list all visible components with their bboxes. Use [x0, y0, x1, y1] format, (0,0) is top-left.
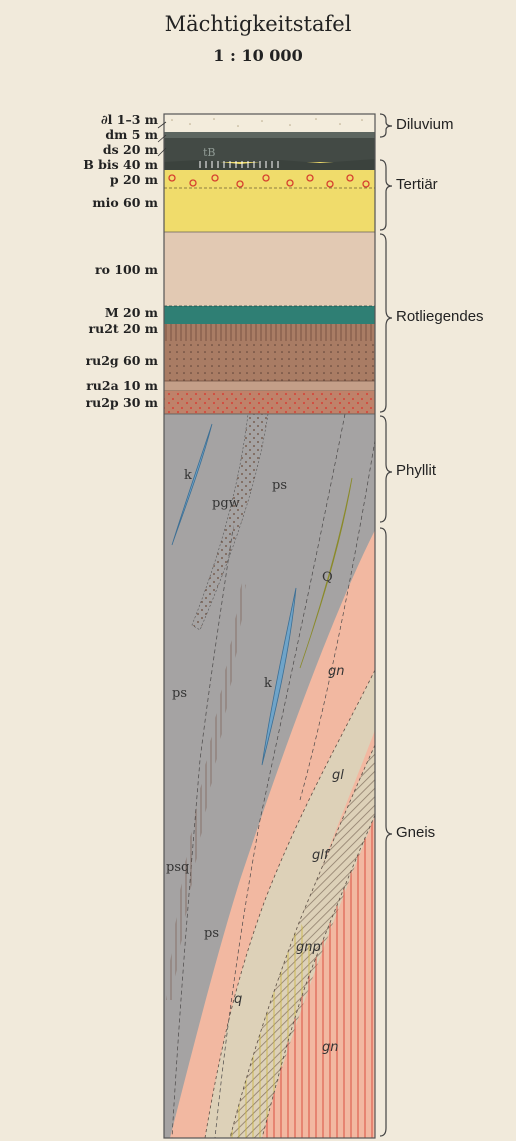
layer-label-p: p 20 m — [110, 173, 158, 187]
group-label-diluvium: Diluvium — [396, 116, 454, 133]
inner-label-q: q — [234, 992, 242, 1007]
layer-label-ru2t: ru2t 20 m — [89, 322, 158, 336]
inner-label-ps: ps — [272, 478, 287, 493]
inner-label-pgw: pgw — [212, 496, 240, 511]
layer-label-ds: ds 20 m — [103, 143, 158, 157]
inner-label-gl: gl — [332, 768, 344, 783]
inner-label-gnp: gnp — [296, 940, 321, 955]
inner-label-k: k — [264, 676, 272, 691]
group-label-tertiaer: Tertiär — [396, 176, 438, 193]
layer-label-ru2g: ru2g 60 m — [86, 354, 158, 368]
inner-label-psq: psq — [166, 860, 189, 875]
layer-label-ru2a: ru2a 10 m — [86, 379, 158, 393]
layer-label-dm: dm 5 m — [105, 128, 158, 142]
inner-label-gn: gn — [328, 664, 345, 679]
layer-label-mio: mio 60 m — [92, 196, 158, 210]
layer-label-dl: ∂l 1–3 m — [101, 113, 158, 127]
group-label-rotliegendes: Rotliegendes — [396, 308, 484, 325]
layer-label-ro: ro 100 m — [95, 263, 158, 277]
inner-label-glf: glf — [312, 848, 328, 863]
inner-label-q-upper: Q — [322, 570, 333, 585]
inner-label-tb: tB — [203, 146, 216, 159]
inner-label-k: k — [184, 468, 192, 483]
group-label-phyllit: Phyllit — [396, 462, 436, 479]
layer-label-ru2p: ru2p 30 m — [86, 396, 158, 410]
group-label-gneis: Gneis — [396, 824, 435, 841]
inner-label-ps: ps — [204, 926, 219, 941]
inner-label-gn: gn — [322, 1040, 339, 1055]
inner-label-ps: ps — [172, 686, 187, 701]
layer-label-m: M 20 m — [105, 306, 158, 320]
layer-label-b: B bis 40 m — [83, 158, 158, 172]
